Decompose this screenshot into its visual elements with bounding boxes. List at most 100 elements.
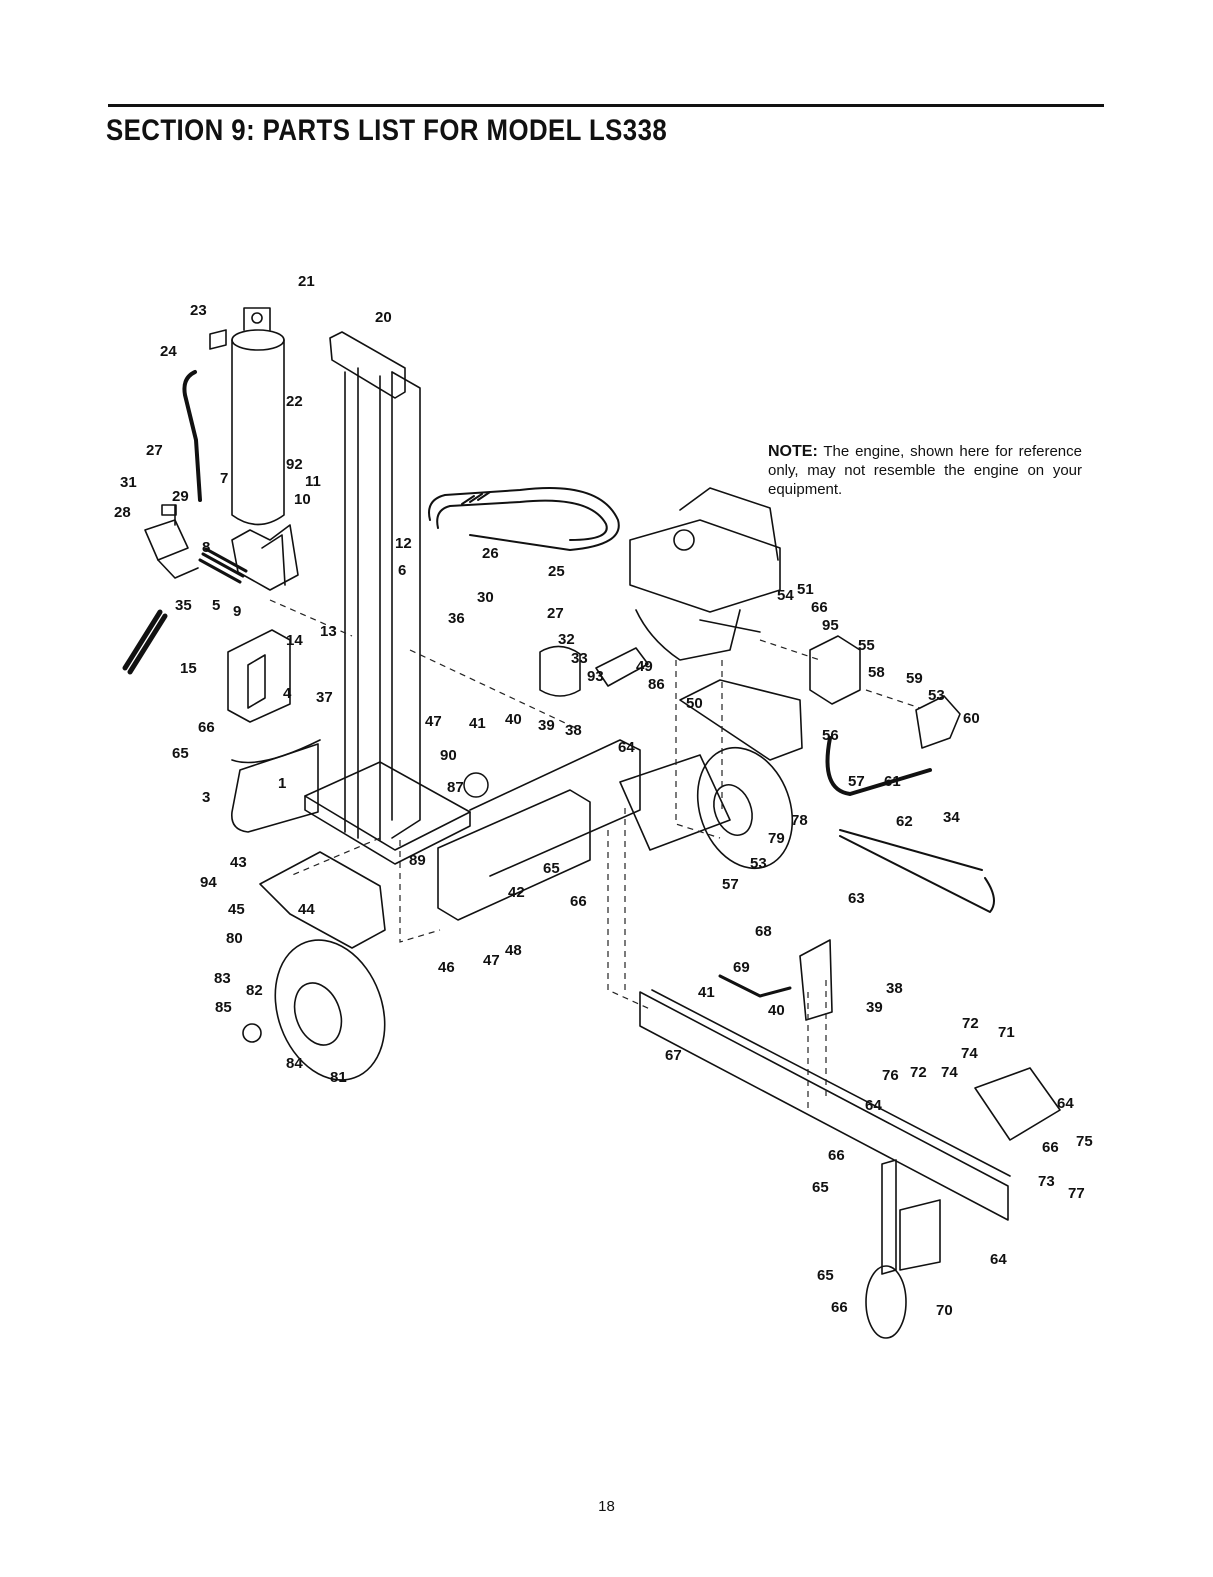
callout-label: 31	[120, 474, 137, 491]
callout-label: 8	[202, 539, 210, 556]
jack-stand	[865, 1159, 941, 1339]
wheel-right	[696, 746, 794, 870]
callout-label: 51	[797, 581, 814, 598]
callout-label: 66	[198, 719, 215, 736]
callout-label: 11	[305, 473, 321, 490]
callout-label: 57	[722, 876, 739, 893]
callout-label: 75	[1076, 1133, 1093, 1150]
callout-label: 38	[565, 722, 582, 739]
callout-label: 65	[172, 745, 189, 762]
wheel-left	[242, 939, 386, 1081]
callout-label: 48	[505, 942, 522, 959]
tank-tube	[839, 829, 995, 913]
hydraulic-line	[182, 370, 202, 502]
callout-label: 74	[961, 1045, 978, 1062]
assembly-lines	[269, 599, 921, 1110]
callout-label: 64	[990, 1251, 1007, 1268]
callout-label: 47	[483, 952, 500, 969]
callout-label: 28	[114, 504, 131, 521]
callout-label: 33	[571, 650, 588, 667]
callout-label: 70	[936, 1302, 953, 1319]
callout-label: 26	[482, 545, 499, 562]
callout-label: 67	[665, 1047, 682, 1064]
callout-label: 65	[817, 1267, 834, 1284]
callout-label: 77	[1068, 1185, 1085, 1202]
main-beam	[437, 739, 731, 921]
callout-label: 66	[570, 893, 587, 910]
engine	[629, 487, 781, 661]
callout-label: 23	[190, 302, 207, 319]
callout-label: 64	[1057, 1095, 1074, 1112]
callout-label: 27	[146, 442, 163, 459]
callout-label: 87	[447, 779, 464, 796]
callout-label: 93	[587, 668, 604, 685]
callout-label: 9	[233, 603, 241, 620]
callout-label: 40	[768, 1002, 785, 1019]
callout-label: 35	[175, 597, 192, 614]
callout-label: 74	[941, 1064, 958, 1081]
callout-label: 60	[963, 710, 980, 727]
callout-circle	[463, 772, 489, 798]
note-label: NOTE:	[768, 443, 818, 460]
callout-label: 41	[698, 984, 715, 1001]
callout-label: 22	[286, 393, 303, 410]
callout-label: 20	[375, 309, 392, 326]
callout-label: 55	[858, 637, 875, 654]
callout-label: 1	[278, 775, 286, 792]
callout-label: 95	[822, 617, 839, 634]
callout-label: 65	[812, 1179, 829, 1196]
callout-label: 29	[172, 488, 189, 505]
callout-label: 69	[733, 959, 750, 976]
bracket	[799, 939, 833, 1021]
callout-label: 92	[286, 456, 303, 473]
callout-label: 72	[910, 1064, 927, 1081]
callout-label: 66	[828, 1147, 845, 1164]
callout-label: 68	[755, 923, 772, 940]
callout-label: 57	[848, 773, 865, 790]
callout-label: 36	[448, 610, 465, 627]
callout-label: 6	[398, 562, 406, 579]
callout-label: 66	[811, 599, 828, 616]
callout-label: 89	[409, 852, 426, 869]
header-rule	[108, 104, 1104, 107]
callout-label: 54	[777, 587, 794, 604]
callout-label: 37	[316, 689, 333, 706]
callout-label: 24	[160, 343, 177, 360]
callout-label: 5	[212, 597, 220, 614]
handle	[428, 487, 620, 551]
wedge-plate	[227, 629, 291, 723]
hitch	[974, 1067, 1061, 1141]
callout-label: 4	[283, 685, 292, 702]
callout-labels: 21 23 20 24 22 27 92 31 7 11 29 10 28 12…	[114, 273, 1093, 1319]
callout-label: 14	[286, 632, 303, 649]
callout-label: 39	[866, 999, 883, 1016]
callout-label: 12	[395, 535, 412, 552]
callout-label: 86	[648, 676, 665, 693]
callout-label: 45	[228, 901, 245, 918]
foot-plate	[231, 739, 321, 833]
callout-label: 64	[865, 1097, 882, 1114]
pump-bracket	[915, 695, 961, 749]
engine-note: NOTE: The engine, shown here for referen…	[768, 442, 1082, 499]
callout-label: 76	[882, 1067, 899, 1084]
callout-label: 64	[618, 739, 635, 756]
callout-label: 61	[884, 773, 901, 790]
fender-left	[259, 851, 386, 949]
callout-label: 42	[508, 884, 525, 901]
page-title: SECTION 9: PARTS LIST FOR MODEL LS338	[106, 114, 668, 147]
callout-label: 46	[438, 959, 455, 976]
control-valve	[122, 504, 199, 675]
callout-label: 72	[962, 1015, 979, 1032]
callout-label: 53	[928, 687, 945, 704]
callout-label: 38	[886, 980, 903, 997]
callout-label: 90	[440, 747, 457, 764]
callout-label: 59	[906, 670, 923, 687]
callout-label: 43	[230, 854, 247, 871]
callout-label: 15	[180, 660, 197, 677]
callout-label: 81	[330, 1069, 347, 1086]
callout-label: 7	[220, 470, 228, 487]
callout-label: 10	[294, 491, 311, 508]
callout-label: 30	[477, 589, 494, 606]
callout-label: 27	[547, 605, 564, 622]
